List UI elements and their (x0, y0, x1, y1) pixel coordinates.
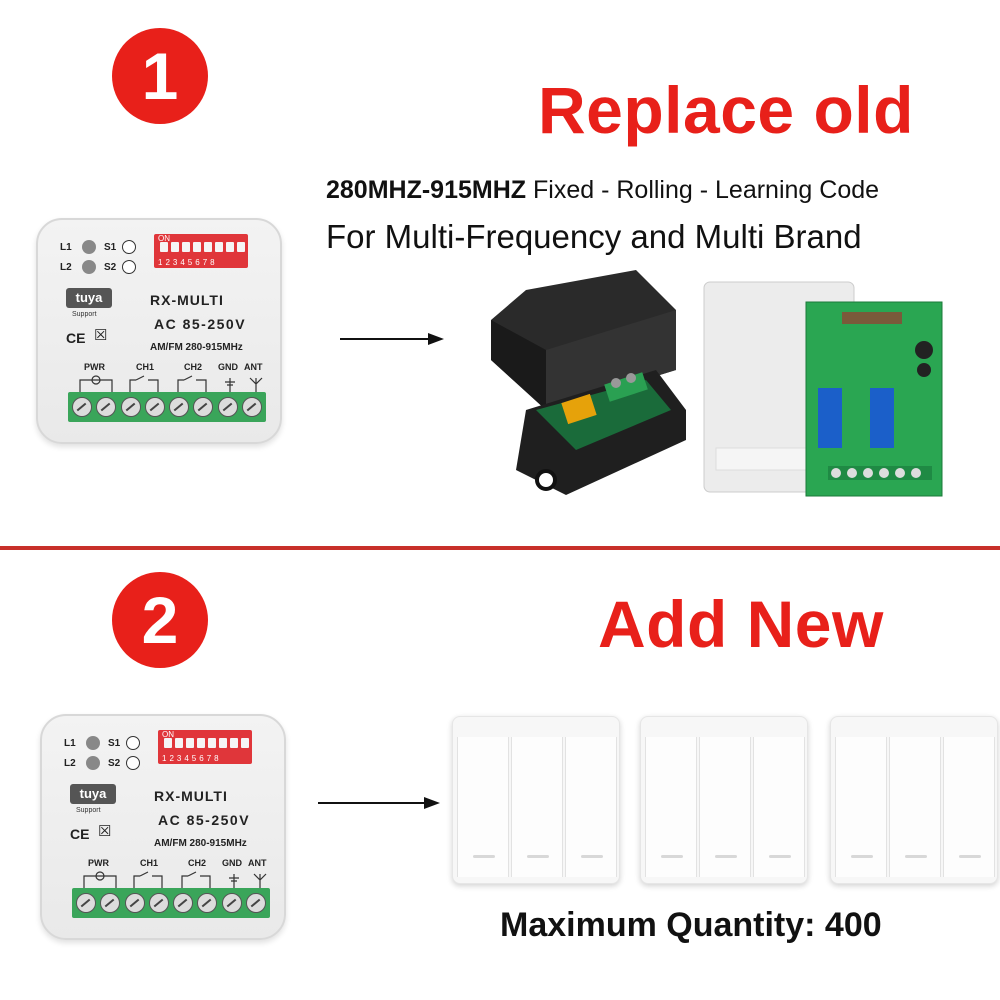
l1-label: L1 (64, 738, 76, 749)
wall-switch-2 (640, 716, 808, 884)
gnd-label: GND (222, 858, 242, 868)
s2-label: S2 (108, 758, 121, 769)
voltage-rating: AC 85-250V (154, 316, 247, 332)
ch2-label: CH2 (188, 858, 207, 868)
wiring-symbols (79, 375, 263, 392)
step-1-badge: 1 (112, 28, 208, 124)
terminal-block (68, 392, 266, 422)
wall-switch-1 (452, 716, 620, 884)
l2-label: L2 (64, 758, 76, 769)
arrow-icon-1 (340, 333, 444, 345)
weee-bin-icon: ☒ (94, 327, 108, 344)
frequency-band: AM/FM 280-915MHz (150, 342, 243, 353)
dip-numbers: 12345678 (158, 258, 218, 267)
l2-led (86, 756, 100, 770)
tuya-logo: tuya (70, 784, 116, 804)
wall-switch-3 (830, 716, 998, 884)
ch1-label: CH1 (140, 858, 159, 868)
s1-button (122, 240, 136, 254)
gnd-label: GND (218, 362, 238, 372)
weee-bin-icon: ☒ (98, 823, 112, 840)
s1-button (126, 736, 140, 750)
l2-led (82, 260, 96, 274)
l1-led (86, 736, 100, 750)
dip-on-label: ON (162, 730, 174, 739)
ch2-label: CH2 (184, 362, 203, 372)
l2-label: L2 (60, 262, 72, 273)
terminal-block (72, 888, 270, 918)
multi-brand-line: For Multi-Frequency and Multi Brand (326, 218, 862, 255)
s2-label: S2 (104, 262, 117, 273)
add-new-title: Add New (598, 587, 884, 661)
model-name: RX-MULTI (150, 292, 224, 308)
s2-button (122, 260, 136, 274)
ant-label: ANT (244, 362, 263, 372)
arrow-icon-2 (318, 797, 440, 809)
section-divider (0, 546, 1000, 550)
replace-old-title: Replace old (538, 73, 914, 147)
dip-switch: ON 12345678 (154, 234, 248, 268)
pwr-label: PWR (88, 858, 109, 868)
ch1-label: CH1 (136, 362, 155, 372)
ant-label: ANT (248, 858, 267, 868)
s1-label: S1 (108, 738, 121, 749)
dip-on-label: ON (158, 234, 170, 243)
l1-label: L1 (60, 242, 72, 253)
dip-switch: ON 12345678 (158, 730, 252, 764)
rx-multi-module-2: L1 S1 L2 S2 ON 12345678 tuya Support RX-… (40, 714, 286, 940)
s2-button (126, 756, 140, 770)
l1-led (82, 240, 96, 254)
ce-mark-icon: CE (66, 330, 86, 346)
dip-numbers: 12345678 (162, 754, 222, 763)
frequency-range: 280MHZ-915MHZ (326, 176, 527, 204)
tuya-support-label: Support (76, 807, 101, 814)
pwr-label: PWR (84, 362, 105, 372)
voltage-rating: AC 85-250V (158, 812, 251, 828)
frequency-band: AM/FM 280-915MHz (154, 838, 247, 849)
model-name: RX-MULTI (154, 788, 228, 804)
black-case-receiver-image (491, 270, 686, 495)
frequency-spec-line: 280MHZ-915MHZ Fixed - Rolling - Learning… (326, 176, 879, 205)
maximum-quantity: Maximum Quantity: 400 (500, 906, 882, 944)
ce-mark-icon: CE (70, 826, 90, 842)
step-2-badge: 2 (112, 572, 208, 668)
s1-label: S1 (104, 242, 117, 253)
tuya-support-label: Support (72, 311, 97, 318)
code-types: Fixed - Rolling - Learning Code (533, 176, 880, 204)
green-board-receiver-image (703, 281, 943, 497)
wiring-symbols (83, 871, 267, 888)
rx-multi-module: L1 S1 L2 S2 ON 12345678 tuya Support RX-… (36, 218, 282, 444)
tuya-logo: tuya (66, 288, 112, 308)
